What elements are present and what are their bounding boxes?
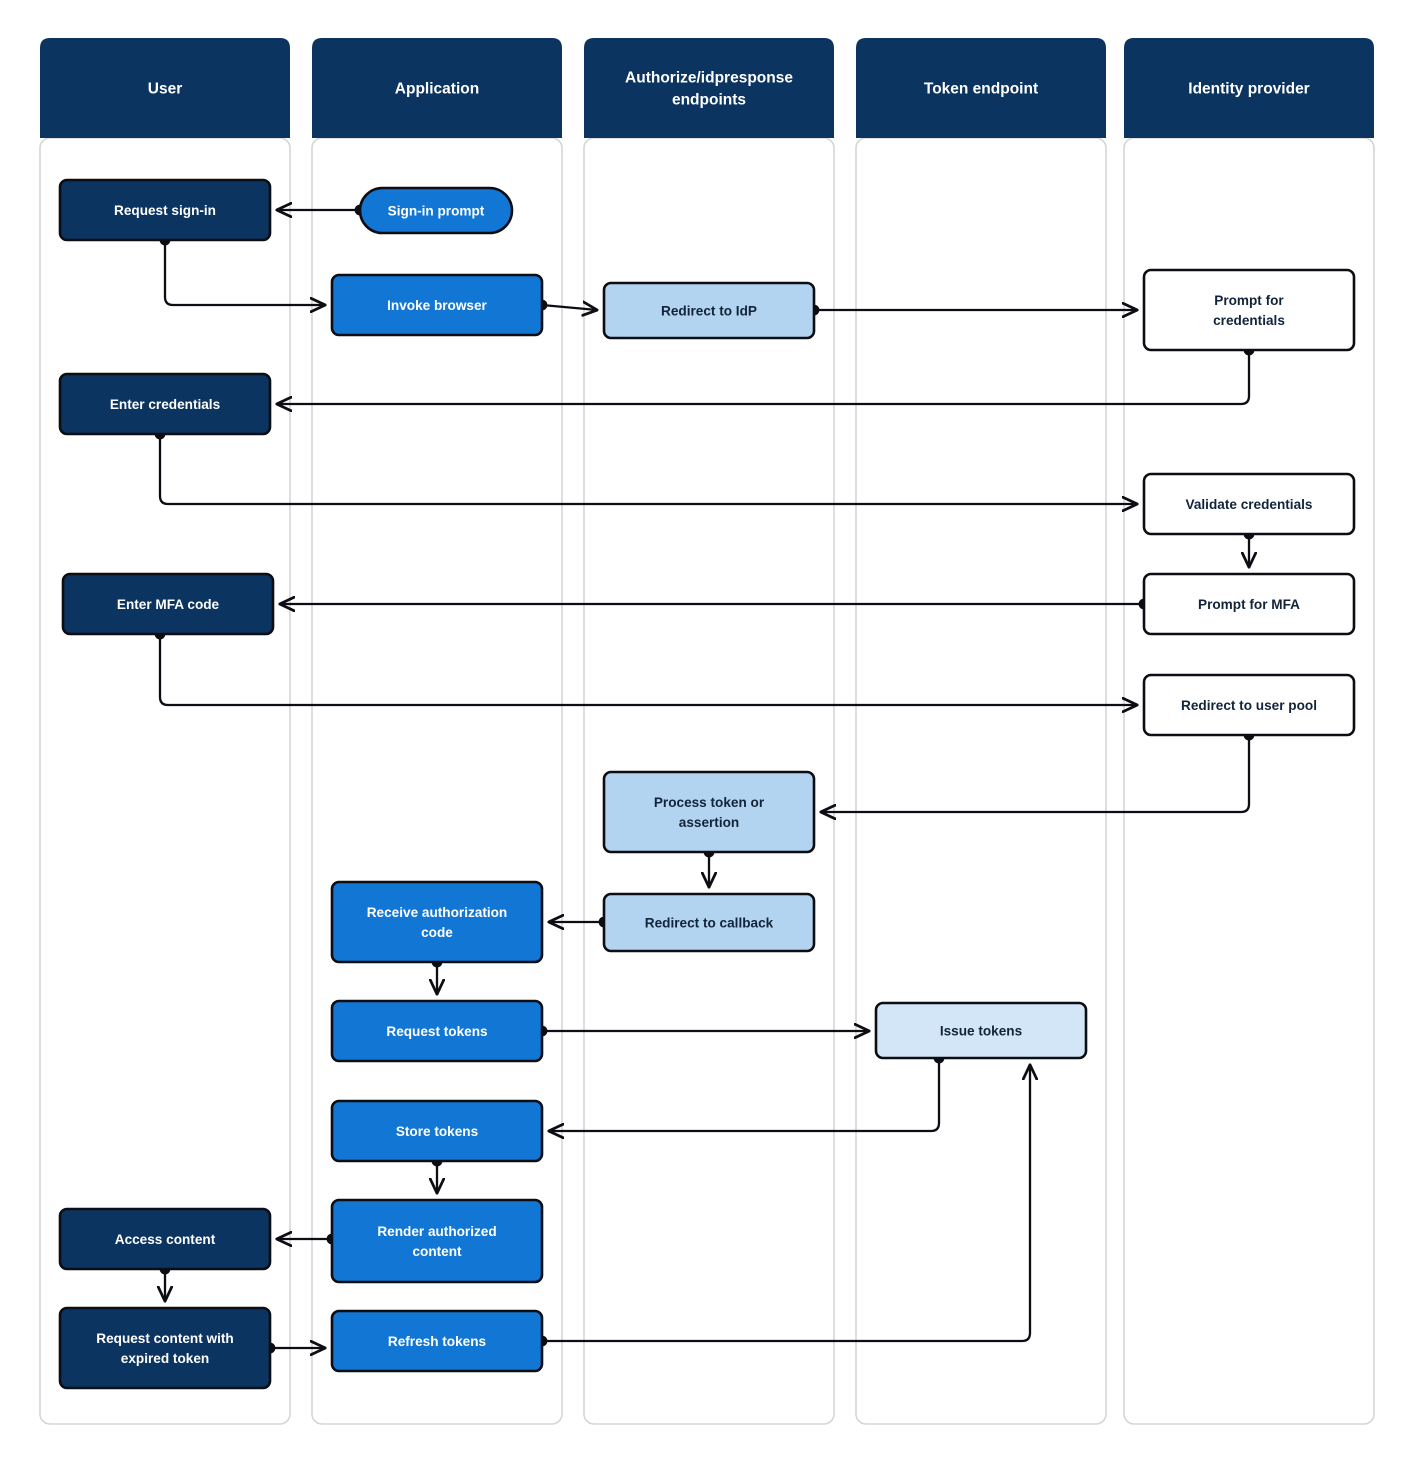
node-label: Redirect to callback [645, 916, 774, 931]
lane-header [1124, 38, 1374, 138]
node-render-authorized-content[interactable]: Render authorized content [330, 1198, 544, 1284]
lane-body [855, 137, 1107, 1425]
node-prompt-for-mfa[interactable]: Prompt for MFA [1142, 572, 1356, 636]
node-shape[interactable] [1142, 472, 1356, 536]
node-label: Enter MFA code [117, 597, 220, 612]
node-label: Request content with [96, 1331, 233, 1346]
node-shape[interactable] [602, 281, 816, 340]
lane-user: User [39, 38, 291, 1425]
node-shape[interactable] [602, 770, 816, 854]
node-redirect-to-callback[interactable]: Redirect to callback [602, 892, 816, 953]
node-invoke-browser[interactable]: Invoke browser [330, 273, 544, 337]
node-redirect-to-user-pool[interactable]: Redirect to user pool [1142, 673, 1356, 737]
lane-header-label: User [148, 81, 182, 98]
node-label: Issue tokens [940, 1024, 1022, 1039]
node-label: Validate credentials [1186, 497, 1313, 512]
node-refresh-tokens[interactable]: Refresh tokens [330, 1309, 544, 1373]
lane-authorize: Authorize/idpresponse endpoints [583, 38, 835, 1425]
lane-header-label: Identity provider [1188, 81, 1309, 98]
node-label: Request tokens [386, 1024, 487, 1039]
node-shape[interactable] [61, 572, 275, 636]
lane-header [584, 38, 834, 138]
edge-line [821, 735, 1251, 812]
node-label: Receive authorization [367, 905, 508, 920]
node-request-tokens[interactable]: Request tokens [330, 999, 544, 1063]
lane-token: Token endpoint [855, 38, 1107, 1425]
node-store-tokens[interactable]: Store tokens [330, 1099, 544, 1163]
edge-line [163, 240, 325, 305]
node-shape[interactable] [1142, 268, 1356, 352]
node-label: content [412, 1244, 462, 1259]
node-label: Redirect to user pool [1181, 698, 1317, 713]
node-validate-credentials[interactable]: Validate credentials [1142, 472, 1356, 536]
node-label: Prompt for MFA [1198, 597, 1300, 612]
node-issue-tokens[interactable]: Issue tokens [874, 1001, 1088, 1060]
node-sign-in-prompt[interactable]: Sign-in prompt [358, 186, 514, 235]
node-shape[interactable] [1142, 572, 1356, 636]
node-label: Render authorized [377, 1224, 496, 1239]
node-label: Process token or [654, 795, 765, 810]
node-label: Enter credentials [110, 397, 220, 412]
node-shape[interactable] [58, 1207, 272, 1271]
node-request-content-with-expired-token[interactable]: Request content with expired token [58, 1306, 272, 1390]
node-label: Invoke browser [387, 298, 487, 313]
lane-header [40, 38, 290, 138]
node-access-content[interactable]: Access content [58, 1207, 272, 1271]
node-request-sign-in[interactable]: Request sign-in [58, 178, 272, 242]
node-shape[interactable] [1142, 673, 1356, 737]
edge-line [541, 305, 597, 310]
node-receive-authorization-code[interactable]: Receive authorization code [330, 880, 544, 964]
node-shape[interactable] [58, 372, 272, 436]
node-process-token-or-assertion[interactable]: Process token or assertion [602, 770, 816, 854]
node-label: code [421, 925, 453, 940]
node-label: Request sign-in [114, 203, 216, 218]
node-redirect-to-idp[interactable]: Redirect to IdP [602, 281, 816, 340]
node-shape[interactable] [874, 1001, 1088, 1060]
node-shape[interactable] [602, 892, 816, 953]
lane-header-label: endpoints [672, 92, 746, 109]
node-shape[interactable] [330, 1198, 544, 1284]
node-shape[interactable] [330, 880, 544, 964]
node-label: Refresh tokens [388, 1334, 486, 1349]
node-shape[interactable] [330, 273, 544, 337]
node-label: Prompt for [1214, 293, 1284, 308]
node-label: Store tokens [396, 1124, 478, 1139]
lane-header-label: Authorize/idpresponse [625, 70, 793, 87]
lane-header-label: Application [395, 81, 479, 98]
node-shape[interactable] [58, 1306, 272, 1390]
lane-header [312, 38, 562, 138]
node-label: credentials [1213, 313, 1285, 328]
edge-line [158, 634, 1137, 705]
edge-line [158, 434, 1137, 504]
node-enter-mfa-code[interactable]: Enter MFA code [61, 572, 275, 636]
edge-line [542, 1065, 1030, 1343]
node-label: Redirect to IdP [661, 304, 757, 319]
node-shape[interactable] [330, 1099, 544, 1163]
node-shape[interactable] [330, 1309, 544, 1373]
node-shape[interactable] [58, 178, 272, 242]
node-enter-credentials[interactable]: Enter credentials [58, 372, 272, 436]
node-shape[interactable] [330, 999, 544, 1063]
lane-header [856, 38, 1106, 138]
node-prompt-for-credentials[interactable]: Prompt for credentials [1142, 268, 1356, 352]
edge-line [549, 1058, 941, 1131]
node-label: Sign-in prompt [388, 204, 485, 219]
edge-line [277, 350, 1251, 404]
node-label: Access content [115, 1232, 216, 1247]
node-shape[interactable] [358, 186, 514, 235]
node-label: expired token [121, 1351, 209, 1366]
lane-header-label: Token endpoint [924, 81, 1038, 98]
node-label: assertion [679, 815, 739, 830]
